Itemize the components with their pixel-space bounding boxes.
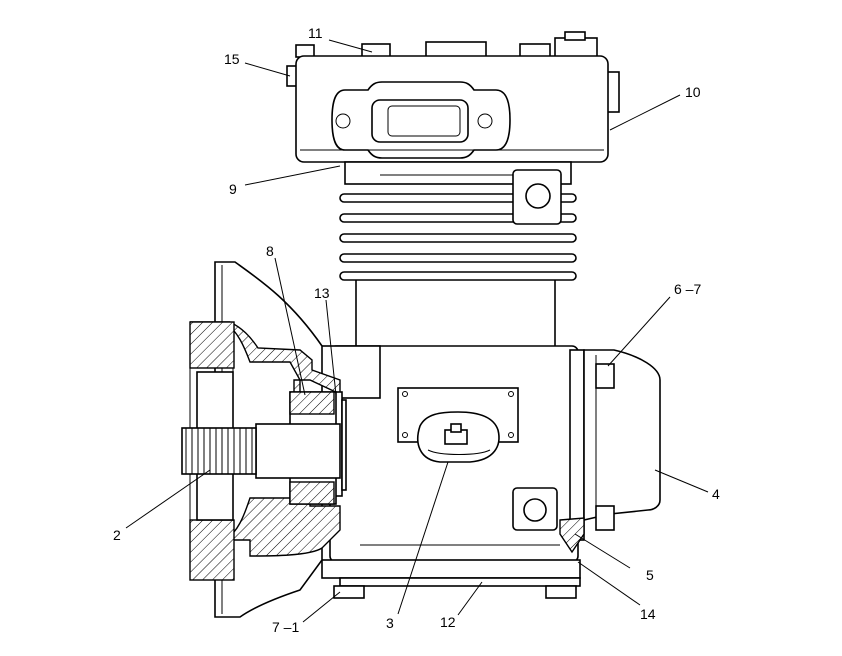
leader-lines bbox=[125, 39, 709, 623]
leader-2 bbox=[125, 469, 211, 529]
leader-14 bbox=[577, 561, 641, 606]
cylinder-head bbox=[286, 31, 620, 163]
leader-7-1 bbox=[302, 591, 341, 623]
leader-13 bbox=[325, 299, 337, 396]
leader-11 bbox=[328, 39, 373, 53]
callout-7-1: 7 –1 bbox=[272, 619, 299, 635]
leader-9 bbox=[244, 165, 341, 186]
callout-10: 10 bbox=[685, 84, 701, 100]
callout-6-7: 6 –7 bbox=[674, 281, 701, 297]
leader-12 bbox=[457, 581, 483, 616]
cylinder-barrel bbox=[339, 161, 577, 346]
callout-11: 11 bbox=[308, 25, 323, 41]
leader-4 bbox=[654, 469, 709, 493]
leader-5 bbox=[574, 533, 631, 569]
leader-8 bbox=[274, 257, 306, 396]
callout-4: 4 bbox=[712, 486, 720, 502]
leader-3 bbox=[397, 461, 449, 615]
callout-5: 5 bbox=[646, 567, 654, 583]
callout-2: 2 bbox=[113, 527, 121, 543]
callout-9: 9 bbox=[229, 181, 237, 197]
callout-15: 15 bbox=[224, 51, 240, 67]
callout-labels: 11 15 10 9 8 13 6 –7 4 2 5 14 7 –1 3 12 bbox=[113, 25, 720, 635]
crankcase bbox=[319, 345, 585, 599]
callout-14: 14 bbox=[640, 606, 656, 622]
leader-6-7 bbox=[607, 296, 671, 367]
leader-10 bbox=[609, 94, 681, 131]
callout-13: 13 bbox=[314, 285, 330, 301]
end-cover bbox=[559, 349, 661, 554]
callout-3: 3 bbox=[386, 615, 394, 631]
leader-15 bbox=[244, 62, 291, 77]
callout-8: 8 bbox=[266, 243, 274, 259]
callout-12: 12 bbox=[440, 614, 456, 630]
